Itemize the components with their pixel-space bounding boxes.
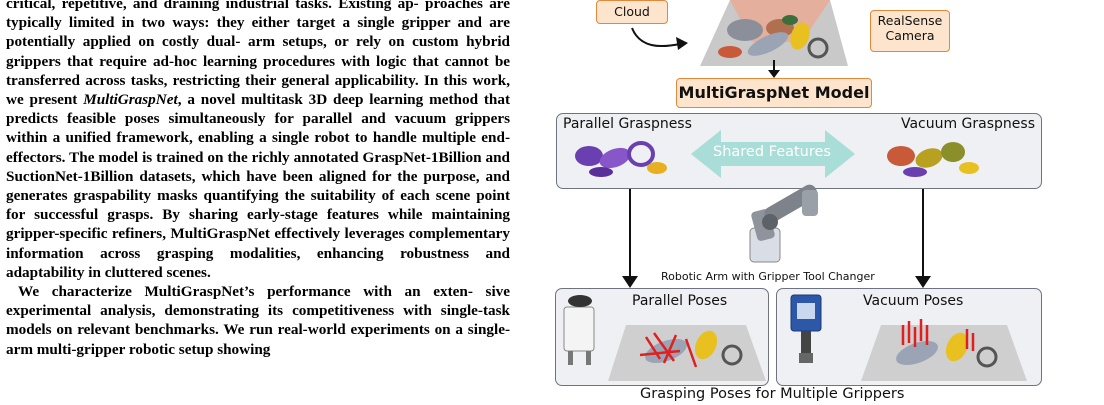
scene-to-model-arrow-head	[768, 70, 780, 78]
text-line: we present	[6, 91, 84, 109]
arm-caption: Robotic Arm with Gripper Tool Changer	[661, 270, 875, 283]
text-line: maintaining gripper-specific refiners, M…	[6, 206, 510, 243]
cloud-arrow-head	[676, 37, 688, 50]
camera-label-box: RealSense Camera	[870, 10, 950, 52]
text-line: a single gripper and are potentially app…	[6, 14, 511, 51]
text-line: robot to handle multiple end-effectors. …	[6, 129, 511, 166]
text-line: across tasks, restricting their general …	[85, 71, 510, 89]
overview-figure: Cloud RealSense Camera MultiGraspNet Mod…	[540, 0, 1104, 405]
method-name: MultiGraspNet	[83, 91, 178, 109]
model-label: MultiGraspNet Model	[676, 78, 872, 108]
text-line: vacuum grippers within a unified framewo…	[6, 110, 511, 147]
robot-arm-icon	[749, 184, 818, 263]
text-line: graspability masks quantifying the suita…	[73, 187, 471, 205]
cloud-label: Cloud	[614, 4, 650, 19]
abstract-paragraph: critical, repetitive, and draining indus…	[6, 0, 510, 282]
right-down-arrow-head	[915, 276, 931, 288]
text-line: enhancing robustness and adaptability in…	[6, 244, 511, 281]
vacuum-poses-title: Vacuum Poses	[863, 293, 964, 309]
shared-features-arrow	[691, 130, 855, 178]
text-line: critical, repetitive, and draining indus…	[6, 0, 419, 12]
text-line: experiments on a single-arm multi-grippe…	[6, 321, 510, 358]
bottom-caption: Grasping Poses for Multiple Grippers	[640, 386, 905, 402]
figure-graphics	[622, 0, 931, 288]
vacuum-poses-panel: Vacuum Poses	[776, 288, 1042, 386]
vacuum-grasp-poses	[896, 319, 998, 368]
left-down-arrow-head	[622, 276, 638, 288]
graspness-panel: Parallel Graspness Vacuum Graspness	[556, 113, 1042, 189]
vacuum-scene-floor	[861, 325, 1027, 381]
paper-text-column: critical, repetitive, and draining indus…	[6, 0, 510, 359]
text-line: arm setups, or rely on custom hybrid gri…	[6, 33, 510, 70]
text-line: ad-hoc learning procedures with logic th…	[6, 52, 511, 89]
cloud-arrow	[631, 27, 681, 47]
text-line: datasets, which have been aligned for th…	[6, 167, 510, 205]
parallel-grasp-poses	[639, 330, 743, 368]
parallel-gripper-icon	[563, 295, 595, 365]
parallel-poses-panel: Parallel Poses	[555, 288, 769, 386]
text-line: sive experimental analysis, demonstratin…	[6, 283, 510, 320]
text-line: single-task models on relevant benchmark…	[6, 302, 510, 339]
parallel-graspness-title: Parallel Graspness	[563, 116, 692, 132]
parallel-poses-graphics	[563, 295, 766, 381]
parallel-graspness-mask	[575, 141, 667, 177]
text-line: the richly annotated GraspNet-1Billion a…	[6, 148, 510, 185]
text-line: proaches are typically limited in two wa…	[6, 0, 511, 32]
graspness-graphics	[575, 130, 979, 178]
body-paragraph: We characterize MultiGraspNet’s performa…	[6, 282, 510, 359]
vacuum-poses-graphics	[790, 294, 1027, 381]
text-line: , a novel multitask 3D deep learning	[177, 91, 424, 109]
vacuum-graspness-title: Vacuum Graspness	[900, 116, 1035, 132]
vacuum-graspness-mask	[887, 142, 979, 177]
text-line: leverages complementary information acro…	[6, 225, 511, 262]
vacuum-gripper-icon	[790, 294, 822, 363]
text-line: We characterize MultiGraspNet’s performa…	[18, 283, 473, 301]
camera-label-line1: RealSense	[877, 13, 943, 28]
shared-features-label: Shared Features	[712, 144, 831, 160]
input-objects	[718, 15, 829, 59]
text-line: method that predicts feasible poses simu…	[6, 91, 511, 128]
robotic-arm-graphic	[749, 184, 818, 263]
text-line: point for successful grasps. By sharing …	[6, 187, 510, 224]
cloud-label-box: Cloud	[596, 0, 668, 24]
parallel-poses-title: Parallel Poses	[632, 293, 728, 309]
camera-label-line2: Camera	[885, 28, 935, 43]
